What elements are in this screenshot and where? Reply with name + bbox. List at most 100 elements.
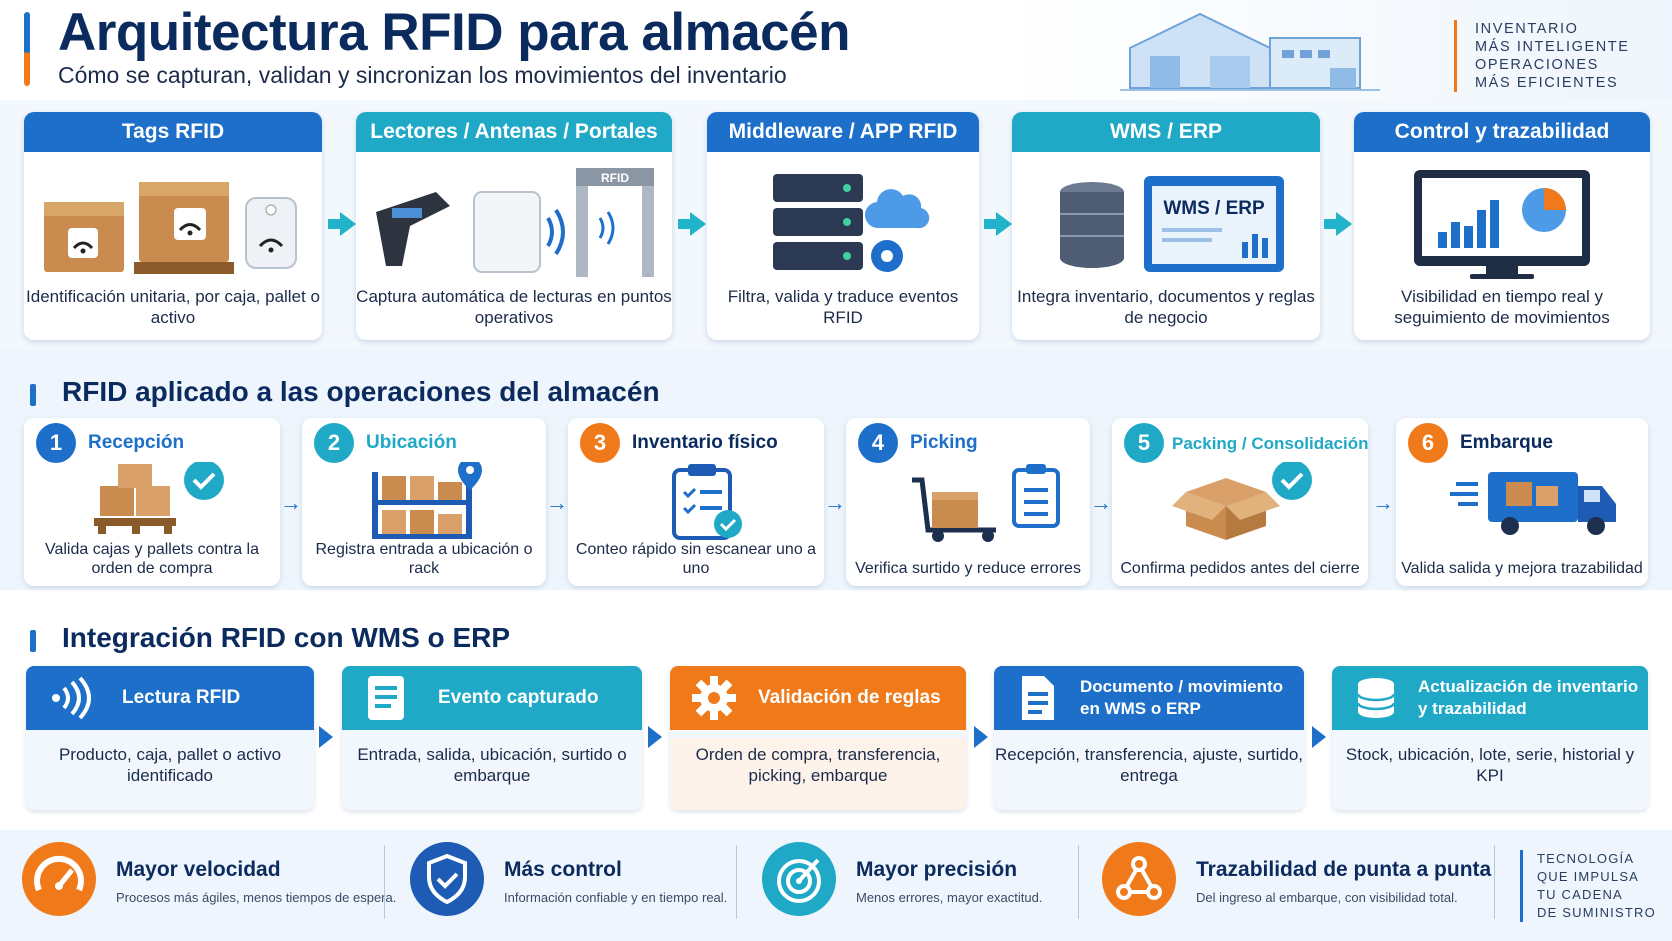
arch-card-desc: Integra inventario, documentos y reglas … <box>1017 287 1315 327</box>
title-accent-bar <box>24 12 30 86</box>
benefit-desc: Del ingreso al embarque, con visibilidad… <box>1196 890 1458 905</box>
integration-step-rules: Validación de reglas Orden de compra, tr… <box>670 666 966 810</box>
dashboard-monitor-icon <box>1414 170 1590 279</box>
chevron-right-icon: → <box>280 490 302 515</box>
step-number-badge: 2 <box>314 423 354 463</box>
step-number-badge: 4 <box>858 423 898 463</box>
heading-marker <box>30 630 36 652</box>
arch-card-desc: Filtra, valida y traduce eventos RFID <box>727 287 959 327</box>
benefit-icon-circle <box>762 842 836 916</box>
integration-step-title: Lectura RFID <box>122 687 241 708</box>
integration-step-update: Actualización de inventario y trazabilid… <box>1332 666 1648 810</box>
step-desc: Confirma pedidos antes del cierre <box>1120 560 1360 577</box>
integration-heading: Integración RFID con WMS o ERP <box>30 622 511 654</box>
benefit-icon-circle <box>410 842 484 916</box>
tagline-line: MÁS EFICIENTES <box>1475 75 1619 91</box>
integration-step-title: Actualización de inventario y trazabilid… <box>1418 677 1639 718</box>
benefits-footer <box>0 830 1672 941</box>
flow-arrow <box>1324 212 1352 236</box>
integration-step-header: Validación de reglas <box>670 666 966 730</box>
benefit-desc: Menos errores, mayor exactitud. <box>856 890 1043 905</box>
arch-card-title: Control y trazabilidad <box>1354 112 1650 152</box>
benefit-precision: Mayor precisión Menos errores, mayor exa… <box>762 842 1082 926</box>
benefit-traceability: Trazabilidad de punta a punta Del ingres… <box>1102 842 1491 926</box>
op-step-reception: 1 Recepción Valida cajas y pallets contr… <box>24 418 280 586</box>
reader-label: RFID <box>601 171 629 185</box>
database-icon <box>1356 678 1396 718</box>
step-desc: Valida salida y mejora trazabilidad <box>1401 560 1643 577</box>
integration-step-header: Documento / movimiento en WMS o ERP <box>994 666 1304 730</box>
operations-heading-text: RFID aplicado a las operaciones del alma… <box>62 376 660 407</box>
arch-card-wms: WMS / ERP WMS / ERP Integra inventario, … <box>1012 112 1320 340</box>
rack-pin-icon <box>372 462 482 539</box>
arch-card-middleware: Middleware / APP RFID Filtra, valida y t… <box>707 112 979 340</box>
integration-step-event: Evento capturado Entrada, salida, ubicac… <box>342 666 642 810</box>
wms-screen-label: WMS / ERP <box>1163 198 1265 219</box>
op-step-picking: 4 Picking Verifica surtido y reduce erro… <box>846 418 1090 586</box>
integration-heading-text: Integración RFID con WMS o ERP <box>62 622 511 653</box>
footer-tagline-line: QUE IMPULSA <box>1537 869 1640 884</box>
header-tagline: INVENTARIO MÁS INTELIGENTE OPERACIONES M… <box>1454 20 1630 92</box>
target-icon <box>777 858 821 903</box>
benefit-title: Mayor velocidad <box>116 858 281 881</box>
benefit-icon-circle <box>1102 842 1176 916</box>
footer-tagline-line: TECNOLOGÍA <box>1537 851 1635 866</box>
file-icon <box>1022 676 1054 720</box>
step-desc: Registra entrada a ubicación o rack <box>315 541 533 577</box>
divider <box>384 845 385 919</box>
arch-card-desc: Visibilidad en tiempo real y seguimiento… <box>1394 287 1610 327</box>
rfid-reader-icon: RFID <box>376 168 654 277</box>
flow-arrow <box>678 212 706 236</box>
integration-step-title: Validación de reglas <box>758 687 941 708</box>
document-icon <box>368 676 404 720</box>
benefit-title: Mayor precisión <box>856 858 1018 881</box>
tagline-line: MÁS INTELIGENTE <box>1475 39 1630 55</box>
integration-step-read: Lectura RFID Producto, caja, pallet o ac… <box>26 666 314 810</box>
footer-tagline-line: DE SUMINISTRO <box>1537 905 1656 920</box>
tagline-line: OPERACIONES <box>1475 57 1599 73</box>
step-title: Recepción <box>88 432 185 453</box>
server-cloud-icon <box>773 174 930 272</box>
integration-step-desc: Recepción, transferencia, ajuste, surtid… <box>994 745 1304 785</box>
step-number-badge: 5 <box>1124 423 1164 463</box>
arch-card-title: Lectores / Antenas / Portales <box>356 112 672 152</box>
divider <box>1494 845 1495 919</box>
benefit-title: Más control <box>504 858 622 881</box>
step-title: Picking <box>910 432 978 453</box>
step-title: Inventario físico <box>632 432 778 453</box>
arch-card-title: Tags RFID <box>24 112 322 152</box>
chevron-right-icon: → <box>546 490 568 515</box>
truck-icon <box>1450 472 1616 535</box>
rfid-tag-boxes-icon <box>44 182 297 274</box>
integration-step-header: Actualización de inventario y trazabilid… <box>1332 666 1648 730</box>
step-title: Embarque <box>1460 432 1553 453</box>
flow-arrow <box>328 212 356 236</box>
step-desc: Valida cajas y pallets contra la orden d… <box>44 541 260 577</box>
benefit-control: Más control Información confiable y en t… <box>410 842 730 926</box>
arch-card-tags: Tags RFID Identificación unitaria, por c… <box>24 112 322 340</box>
operations-heading: RFID aplicado a las operaciones del alma… <box>30 376 660 408</box>
cart-list-icon <box>912 464 1060 542</box>
benefit-desc: Información confiable y en tiempo real. <box>504 890 728 905</box>
integration-step-desc: Entrada, salida, ubicación, surtido o em… <box>357 745 627 785</box>
integration-step-desc: Orden de compra, transferencia, picking,… <box>670 738 966 810</box>
clipboard-check-icon <box>672 464 742 540</box>
step-title: Ubicación <box>366 432 457 453</box>
open-box-check-icon <box>1172 462 1312 540</box>
integration-step-title: Evento capturado <box>438 687 599 708</box>
step-number-badge: 1 <box>36 423 76 463</box>
benefit-title: Trazabilidad de punta a punta <box>1196 858 1492 881</box>
page-subtitle: Cómo se capturan, validan y sincronizan … <box>58 62 787 88</box>
flow-arrow <box>319 726 333 748</box>
benefit-speed: Mayor velocidad Procesos más ágiles, men… <box>22 842 396 926</box>
flow-arrow <box>648 726 662 748</box>
arch-card-desc: Captura automática de lecturas en puntos… <box>356 287 672 327</box>
arch-card-desc: Identificación unitaria, por caja, palle… <box>26 287 320 327</box>
header: Arquitectura RFID para almacén Cómo se c… <box>0 0 1672 100</box>
arch-card-title: Middleware / APP RFID <box>707 112 979 152</box>
page-title: Arquitectura RFID para almacén <box>58 3 851 62</box>
chevron-right-icon: → <box>824 490 846 515</box>
integration-step-header: Lectura RFID <box>26 666 314 730</box>
pallet-check-icon <box>94 462 224 534</box>
step-title: Packing / Consolidación <box>1172 434 1369 453</box>
